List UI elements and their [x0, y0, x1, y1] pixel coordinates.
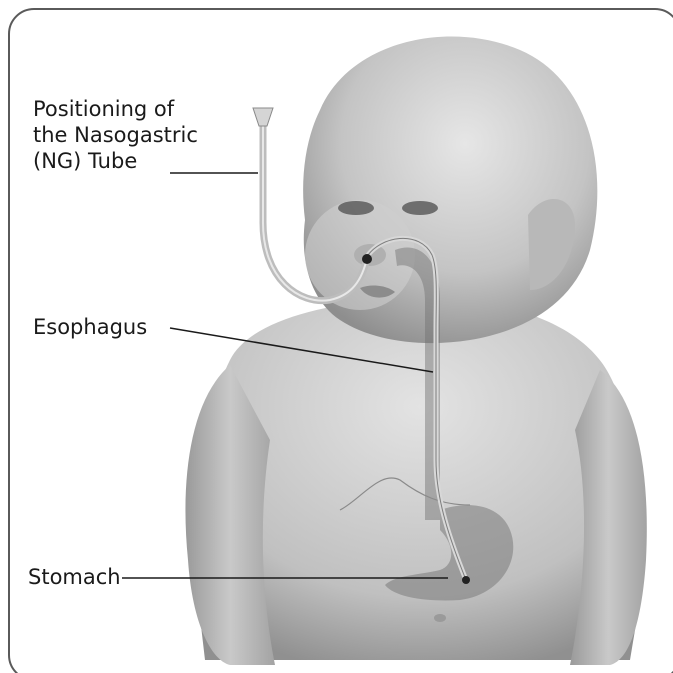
esophagus-label: Esophagus: [33, 314, 147, 340]
ng-tube-label-line-1: Positioning of: [33, 96, 198, 122]
ng-tube-label: Positioning of the Nasogastric (NG) Tube: [33, 96, 198, 174]
ng-tube-label-line-2: the Nasogastric: [33, 122, 198, 148]
ng-tube-label-line-3: (NG) Tube: [33, 148, 198, 174]
ng-tube-funnel: [253, 108, 273, 126]
stomach-label: Stomach: [28, 564, 121, 590]
